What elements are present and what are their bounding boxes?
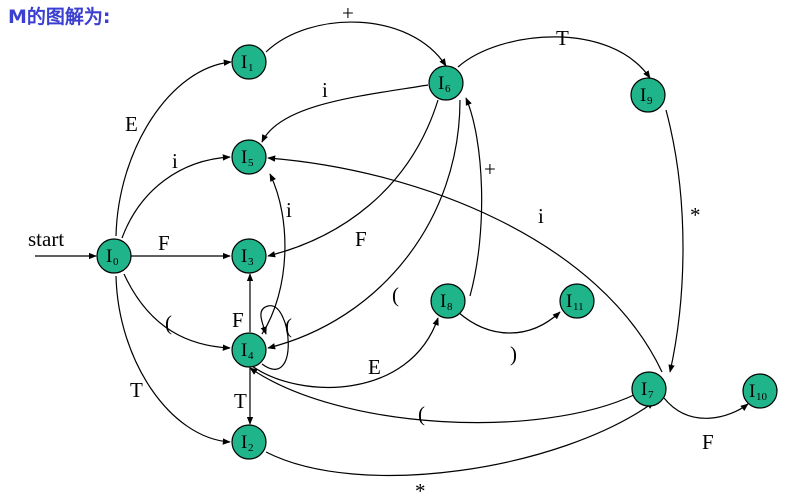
state-I11: I 11 (559, 283, 595, 319)
state-subscript: 8 (447, 301, 453, 313)
state-subscript: 10 (756, 391, 768, 403)
state-label: I (440, 291, 446, 312)
edge-I7-I4 (249, 367, 637, 424)
state-label: I (241, 246, 247, 267)
state-subscript: 3 (248, 256, 254, 268)
edge-label: + (342, 1, 354, 25)
state-I7: I 7 (631, 371, 667, 407)
state-I2: I 2 (231, 424, 267, 460)
edge-I8-I6 (465, 97, 483, 297)
state-subscript: 1 (248, 62, 254, 74)
edge-I9-I7 (665, 109, 684, 373)
edge-label: i (538, 204, 544, 228)
edge-label: * (690, 203, 701, 227)
edge-I6-I9 (457, 36, 651, 79)
edge-label: ( (392, 283, 399, 307)
edge-label: ( (285, 314, 292, 338)
edge-I7-I10 (663, 397, 749, 419)
edge-label: T (234, 389, 247, 413)
state-subscript: 6 (445, 83, 451, 95)
edge-label: ) (510, 342, 517, 366)
edge-I7-I5 (267, 155, 663, 373)
edge-label: i (172, 149, 178, 173)
state-subscript: 7 (648, 389, 654, 401)
edge-label: F (702, 430, 714, 454)
edge-I1-I6 (265, 21, 447, 67)
edge-labels: E i F ( T + T i F ( * i F ( i F ( E T + … (125, 1, 714, 495)
edge-I2-I7 (265, 401, 655, 477)
page-title: M的图解为: (8, 6, 111, 28)
state-I10: I 10 (742, 373, 778, 409)
state-I9: I 9 (630, 77, 666, 113)
edge-label: T (130, 378, 143, 402)
state-label: I (241, 432, 247, 453)
edge-label: E (368, 355, 381, 379)
state-label: I (241, 52, 247, 73)
state-label: I (106, 246, 112, 267)
edge-label: F (232, 308, 244, 332)
state-I0: I 0 (96, 238, 132, 274)
edge-label: ( (418, 402, 425, 426)
state-I5: I 5 (231, 139, 267, 175)
state-I4: I 4 (231, 332, 267, 368)
edge-label: ( (165, 311, 172, 335)
edge-I0-I4 (123, 273, 231, 351)
state-I3: I 3 (231, 238, 267, 274)
edge-I8-I11 (457, 311, 561, 334)
state-subscript: 5 (248, 157, 254, 169)
edge-label: * (415, 479, 426, 495)
edge-I6-I3 (267, 99, 439, 258)
edge-I0-I2 (115, 275, 231, 445)
edge-label: F (355, 227, 367, 251)
edge-I4-I8 (251, 317, 439, 388)
state-label: I (241, 340, 247, 361)
edge-I6-I4 (267, 99, 461, 350)
edge-label: + (484, 157, 496, 181)
edge-label: i (286, 198, 292, 222)
state-label: I (640, 85, 646, 106)
state-subscript: 0 (113, 256, 119, 268)
edge-I6-I5 (261, 84, 429, 143)
state-label: I (641, 379, 647, 400)
state-label: I (566, 291, 572, 312)
state-label: I (438, 73, 444, 94)
edge-label: T (556, 26, 569, 50)
state-I8: I 8 (430, 283, 466, 319)
start-label: start (28, 227, 64, 251)
edge-I0-I5 (121, 154, 231, 239)
edge-label: i (322, 78, 328, 102)
edges (115, 21, 749, 477)
state-label: I (241, 147, 247, 168)
edge-I4-I4 (260, 305, 289, 370)
state-I6: I 6 (428, 65, 464, 101)
state-I1: I 1 (231, 44, 267, 80)
edge-I4-I5 (261, 173, 286, 335)
state-subscript: 11 (573, 301, 584, 313)
state-subscript: 4 (248, 350, 254, 362)
state-subscript: 2 (248, 442, 254, 454)
state-label: I (749, 381, 755, 402)
edge-label: E (125, 112, 138, 136)
edge-I0-I1 (115, 59, 232, 237)
edge-label: F (158, 231, 170, 255)
state-subscript: 9 (647, 95, 653, 107)
